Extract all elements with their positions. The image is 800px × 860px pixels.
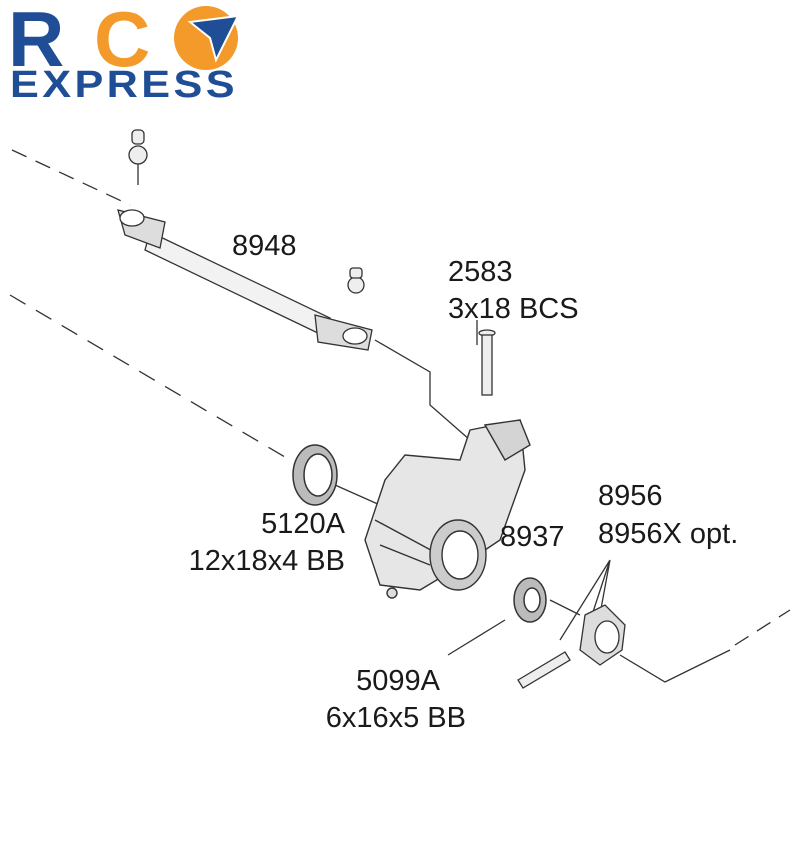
axis-lines — [9, 149, 791, 683]
part-desc-8956: 8956X opt. — [598, 518, 738, 550]
tie-rod-icon — [117, 209, 373, 351]
hex-hub-icon — [517, 604, 626, 689]
part-label-5120a: 5120A — [261, 508, 346, 540]
rc-express-logo: R C EXPRESS — [8, 0, 240, 106]
logo-rc-r: R — [8, 0, 64, 83]
bearing-5120a-icon — [292, 444, 338, 506]
part-desc-5099a: 6x16x5 BB — [326, 702, 466, 734]
part-label-2583: 2583 — [448, 256, 513, 288]
part-label-8948: 8948 — [232, 230, 297, 262]
part-label-5099a: 5099A — [356, 665, 441, 697]
part-label-8937: 8937 — [500, 521, 565, 553]
logo-express-text: EXPRESS — [10, 64, 238, 106]
logo-rc-c: C — [94, 0, 150, 83]
logo-arrow-icon — [187, 14, 240, 63]
ball-stud-icon — [128, 129, 365, 294]
screw-icon — [478, 329, 496, 396]
part-desc-5120a: 12x18x4 BB — [189, 545, 345, 577]
part-desc-2583: 3x18 BCS — [448, 293, 579, 325]
logo-circle-icon — [174, 6, 238, 70]
steering-knuckle-icon — [364, 419, 531, 599]
bearing-5099a-icon — [513, 577, 547, 623]
part-label-8956: 8956 — [598, 480, 663, 512]
